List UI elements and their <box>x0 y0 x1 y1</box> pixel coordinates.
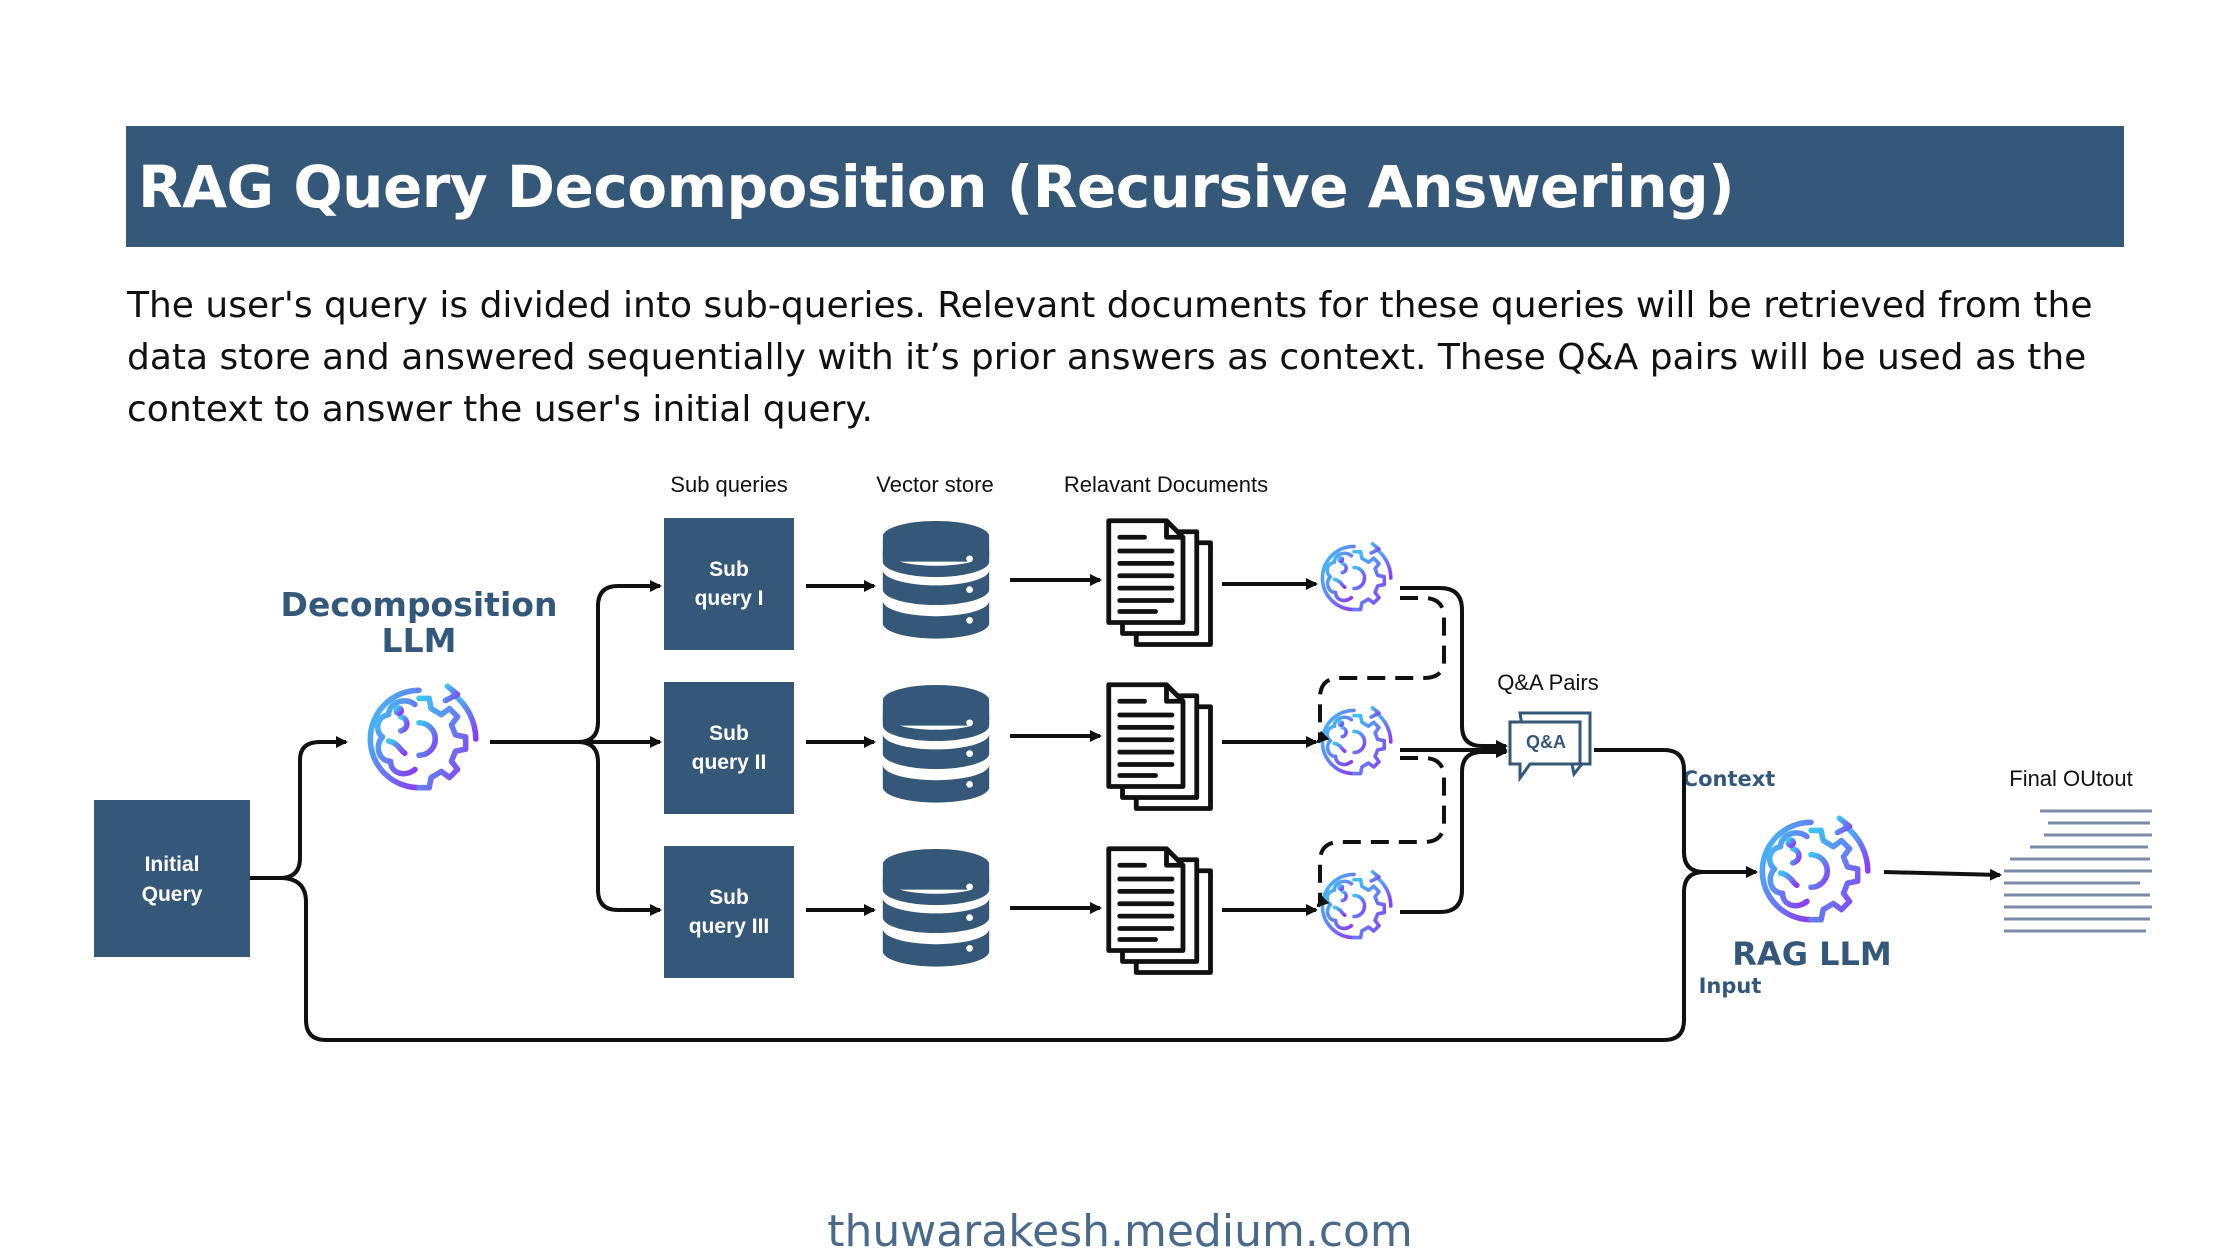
documents-icon-2 <box>1109 685 1211 809</box>
initial-query-line1: Initial <box>145 853 200 876</box>
input-label: Input <box>1699 974 1762 998</box>
qa-pairs-icon: Q&A <box>1508 711 1592 783</box>
context-label: Context <box>1683 767 1776 791</box>
vector-store-icon-3 <box>882 849 990 967</box>
rag-llm-brain-icon <box>1762 818 1867 919</box>
connectors <box>250 574 2002 1042</box>
dashed-connectors <box>1316 596 1446 908</box>
description: The user's query is divided into sub-que… <box>127 285 2093 430</box>
sub-query-2-line1: Sub <box>709 722 749 745</box>
sub-query-2-line2: query II <box>692 751 767 774</box>
answer-llm-brain-icon-3 <box>1320 870 1393 940</box>
sub-query-1-line1: Sub <box>709 558 749 581</box>
sub-query-box-3: Sub query III <box>664 846 794 978</box>
final-output-label: Final OUtout <box>2009 766 2133 791</box>
sub-query-box-1: Sub query I <box>664 518 794 650</box>
rag-llm-label: RAG LLM <box>1732 935 1891 973</box>
answer-llm-brain-icon-2 <box>1320 706 1393 776</box>
sub-query-1-line2: query I <box>695 587 764 610</box>
footer-source: thuwarakesh.medium.com <box>827 1206 1413 1257</box>
vector-store-icon-2 <box>882 685 990 803</box>
page-title: RAG Query Decomposition (Recursive Answe… <box>138 152 1735 221</box>
documents-icon-1 <box>1109 521 1211 645</box>
sub-query-box-2: Sub query II <box>664 682 794 814</box>
label-relevant-documents: Relavant Documents <box>1064 472 1268 497</box>
initial-query-box: Initial Query <box>94 800 250 957</box>
final-output-lines <box>2004 809 2152 933</box>
decomposition-llm-label-line1: Decomposition <box>281 585 558 624</box>
decomposition-llm-brain-icon <box>370 686 475 787</box>
decomposition-llm-label-line2: LLM <box>382 621 457 660</box>
qa-icon-text: Q&A <box>1526 732 1566 752</box>
initial-query-line2: Query <box>142 883 203 906</box>
label-vector-store: Vector store <box>876 472 993 497</box>
label-sub-queries: Sub queries <box>670 472 787 497</box>
documents-icon-3 <box>1109 849 1211 973</box>
sub-query-3-line2: query III <box>689 915 770 938</box>
sub-query-3-line1: Sub <box>709 886 749 909</box>
vector-store-icon-1 <box>882 521 990 639</box>
qa-pairs-label: Q&A Pairs <box>1497 670 1598 695</box>
title-bar: RAG Query Decomposition (Recursive Answe… <box>126 126 2124 247</box>
answer-llm-brain-icon-1 <box>1320 542 1393 612</box>
